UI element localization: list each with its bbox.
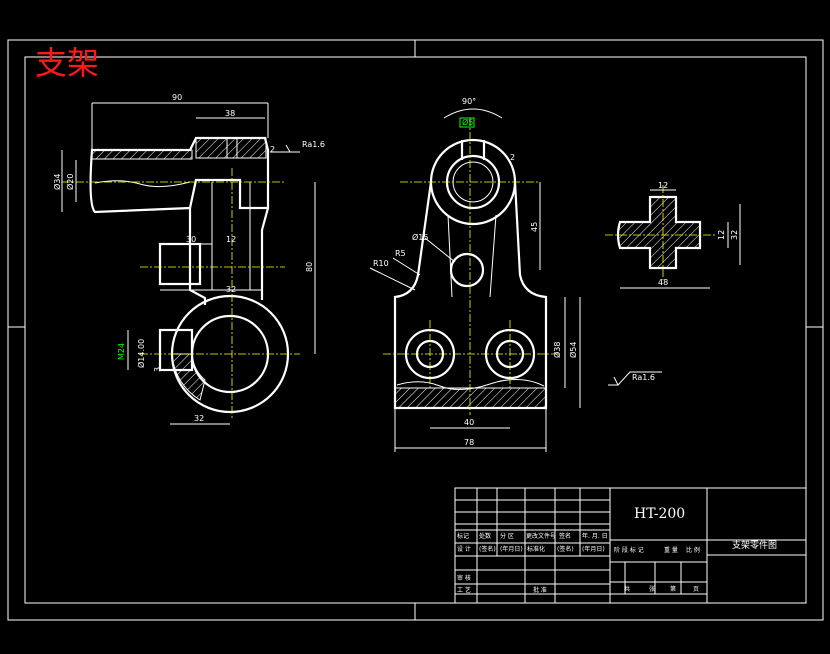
dim-32b: 32 — [194, 414, 204, 423]
dim-2: 2 — [270, 145, 275, 154]
dim-30: 30 — [186, 235, 196, 244]
tb-mark: 标记 — [457, 532, 469, 540]
tb-std: 标准化 — [527, 545, 545, 553]
section-view: 12 12 32 48 — [605, 181, 741, 289]
tb-design: 设 计 — [457, 545, 471, 553]
dim-angle: 90° — [462, 97, 476, 106]
dim-78: 78 — [464, 438, 474, 447]
dim-r15: Ø15 — [412, 232, 428, 242]
dim-3: 3 — [153, 367, 162, 372]
dim-m24: M24 — [117, 343, 126, 360]
tb-sign2: (签名) — [479, 545, 496, 553]
dim-d5: Ø5 — [462, 117, 473, 127]
dim-32-side: 32 — [730, 230, 739, 240]
tb-total: 共 — [624, 585, 630, 593]
dim-45: 45 — [530, 222, 539, 232]
ra-left: Ra1.6 — [302, 140, 325, 149]
dim-12-top: 12 — [658, 181, 668, 190]
tb-approve: 批 准 — [533, 586, 547, 594]
tb-sign: 签名 — [559, 532, 571, 540]
tb-no: 第 — [670, 585, 676, 593]
tb-sign3: (签名) — [557, 545, 574, 553]
tb-zone: 分 区 — [500, 532, 514, 540]
outer-border — [7, 39, 824, 621]
dim-d20: Ø20 — [65, 174, 75, 190]
tb-count: 处数 — [479, 532, 491, 540]
tb-date3: (年月日) — [582, 545, 605, 553]
dim-48: 48 — [658, 278, 668, 287]
part-name: 支架零件图 — [732, 539, 777, 551]
tb-stage: 阶 段 标 记 — [614, 546, 644, 554]
tb-weight: 重 量 — [664, 546, 678, 554]
tb-page: 页 — [693, 586, 699, 593]
tb-sheet: 张 — [649, 585, 655, 593]
left-view: 90 38 2 Ra1.6 Ø34 Ø20 30 12 32 80 M24 Ø1… — [52, 93, 325, 425]
dim-r10: R10 — [373, 259, 389, 268]
tb-review: 审 核 — [457, 574, 471, 582]
dim-r5: R5 — [395, 249, 406, 258]
tb-change: 更改文件号 — [526, 532, 556, 540]
dim-80: 80 — [305, 262, 314, 272]
front-view: 90° Ø5 2 45 Ø15 R5 R10 Ø38 Ø54 40 78 Ra1… — [369, 97, 662, 452]
dim-40: 40 — [464, 418, 474, 427]
ra-mid: Ra1.6 — [632, 373, 655, 382]
dim-d14: Ø14.00 — [136, 339, 146, 368]
tb-scale: 比 例 — [686, 546, 700, 554]
inner-border — [24, 56, 807, 604]
drawing-title: 支架 — [35, 44, 99, 82]
tb-craft: 工 艺 — [457, 586, 471, 594]
dim-d34: Ø34 — [52, 174, 62, 190]
title-block: HT-200 支架零件图 标记 处数 分 区 更改文件号 签名 年. 月. 日 … — [454, 487, 807, 604]
tb-date: 年. 月. 日 — [582, 532, 608, 540]
dim-2m: 2 — [510, 153, 515, 162]
tb-date2: (年月日) — [500, 545, 523, 553]
dim-90: 90 — [172, 93, 182, 102]
dim-38: 38 — [225, 109, 235, 118]
dim-32a: 32 — [226, 285, 236, 294]
dim-12-side: 12 — [717, 230, 726, 240]
dim-d54: Ø54 — [568, 342, 578, 358]
dim-12: 12 — [226, 235, 236, 244]
dim-d38: Ø38 — [552, 342, 562, 358]
material: HT-200 — [634, 506, 685, 522]
